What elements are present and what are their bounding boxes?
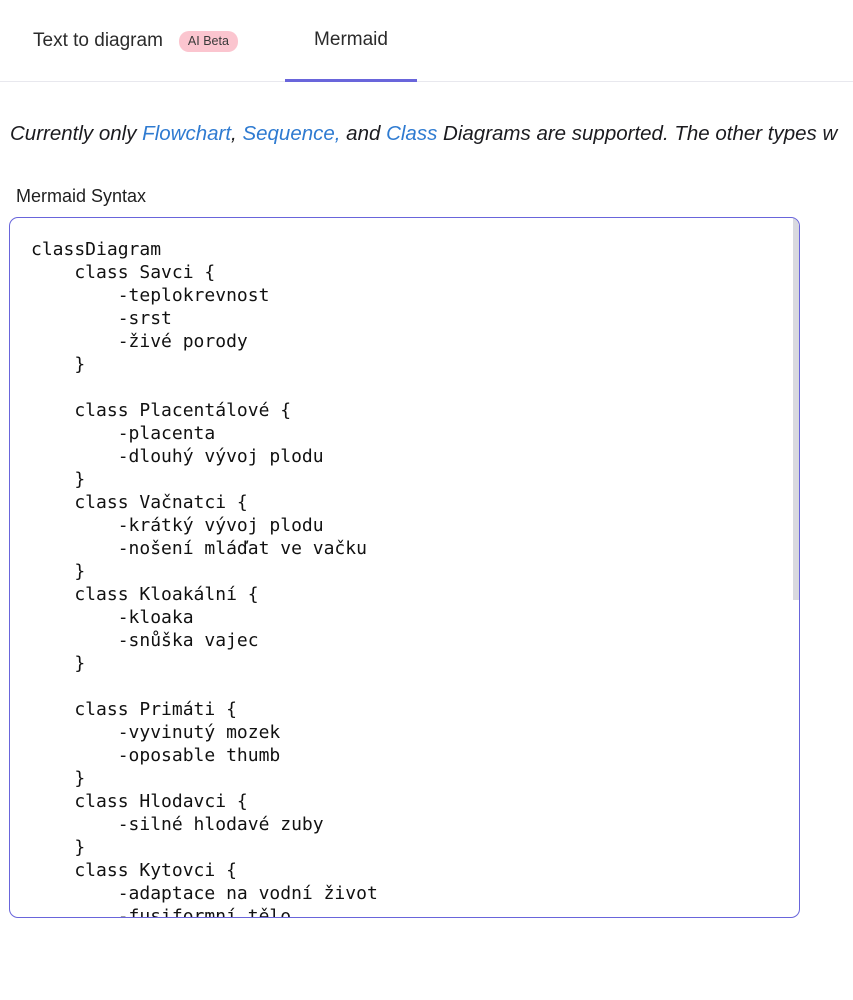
editor-scrollbar[interactable] (793, 218, 799, 917)
editor-scrollbar-thumb[interactable] (793, 218, 799, 600)
supported-diagrams-notice: Currently only Flowchart, Sequence, and … (10, 119, 853, 149)
class-link[interactable]: Class (386, 122, 438, 145)
mermaid-syntax-label: Mermaid Syntax (16, 186, 147, 206)
tab-text-to-diagram-label: Text to diagram (33, 30, 163, 51)
tab-mermaid[interactable]: Mermaid (285, 0, 417, 82)
notice-and: and (340, 122, 387, 145)
notice-suffix: Diagrams are supported. The other types … (437, 122, 838, 145)
mermaid-syntax-editor[interactable]: classDiagram class Savci { -teplokrevnos… (9, 217, 800, 918)
sequence-link[interactable]: Sequence, (242, 122, 341, 145)
notice-prefix: Currently only (10, 122, 143, 145)
flowchart-link[interactable]: Flowchart (142, 122, 232, 145)
ai-beta-badge: AI Beta (178, 30, 238, 52)
tab-text-to-diagram[interactable]: Text to diagram AI Beta (33, 0, 238, 82)
mermaid-code[interactable]: classDiagram class Savci { -teplokrevnos… (31, 239, 378, 918)
notice-separator: , (231, 122, 237, 145)
tab-mermaid-label: Mermaid (314, 28, 388, 50)
tab-bar: Text to diagram AI Beta Mermaid (0, 0, 853, 82)
